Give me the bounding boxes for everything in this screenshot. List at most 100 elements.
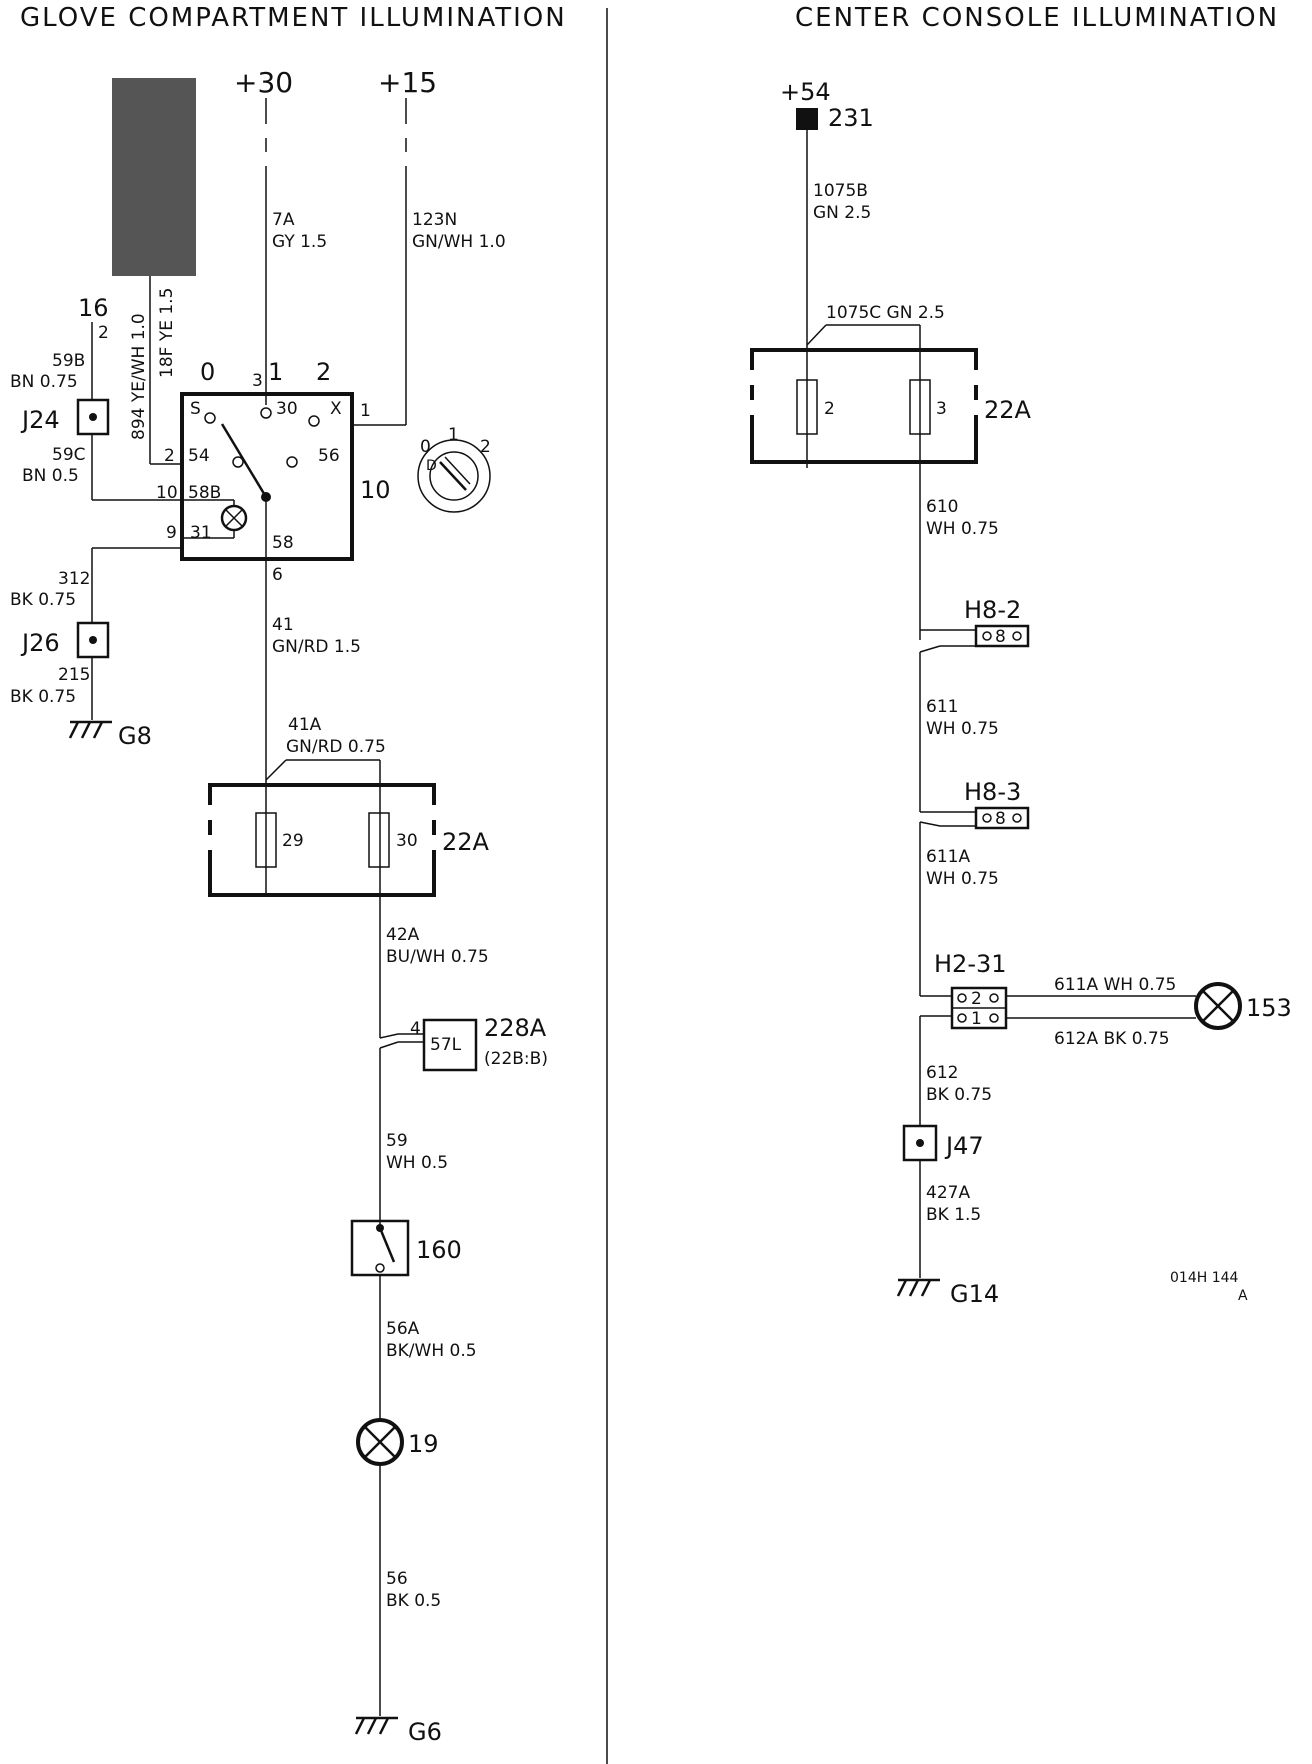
knob-pos-1: 1 xyxy=(448,425,459,445)
component-228a-pin: 4 xyxy=(410,1019,421,1039)
wire-41a-spec: GN/RD 0.75 xyxy=(286,737,386,757)
wire-1075c-label: 1075C GN 2.5 xyxy=(826,303,945,323)
wire-612-id: 612 xyxy=(926,1063,958,1083)
switch-term-31: 31 xyxy=(190,523,212,543)
component-228a-sub: (22B:B) xyxy=(484,1049,548,1069)
switch-pin-1: 1 xyxy=(360,401,371,421)
wire-1075b-spec: GN 2.5 xyxy=(813,203,871,223)
glove-compartment-circuit: +30 +15 7A GY 1.5 123N GN/WH 1.0 894 YE/… xyxy=(10,66,548,1746)
junction-j26-dot xyxy=(89,636,97,644)
wire-42a-spec: BU/WH 0.75 xyxy=(386,947,489,967)
component-228a-label: 228A xyxy=(484,1014,547,1042)
title-center-console: CENTER CONSOLE ILLUMINATION xyxy=(795,3,1279,33)
door-switch-160-label: 160 xyxy=(416,1236,462,1264)
switch-contact-54 xyxy=(232,456,244,468)
fusebox-22a-right-label: 22A xyxy=(984,396,1032,424)
lamp-19-label: 19 xyxy=(408,1430,439,1458)
junction-j26 xyxy=(76,621,110,659)
reference-rev: A xyxy=(1238,1288,1248,1304)
connector-h2-31-label: H2-31 xyxy=(934,950,1007,978)
wire-59c-id: 59C xyxy=(52,445,86,465)
switch-term-54: 54 xyxy=(188,446,210,466)
door-switch-160-blade xyxy=(378,1227,396,1263)
wire-56-spec: BK 0.5 xyxy=(386,1591,441,1611)
wire-215-spec: BK 0.75 xyxy=(10,687,76,707)
wire-59-id: 59 xyxy=(386,1131,408,1151)
supply-plus54: +54 xyxy=(780,78,831,106)
switch-pin-2: 2 xyxy=(164,446,175,466)
wire-610-spec: WH 0.75 xyxy=(926,519,999,539)
fuse-29-label: 29 xyxy=(282,831,304,851)
title-glove-compartment: GLOVE COMPARTMENT ILLUMINATION xyxy=(20,3,567,33)
switch-pos-0: 0 xyxy=(200,358,215,386)
connector-h8-3 xyxy=(974,806,1030,830)
switch-term-x: X xyxy=(330,399,342,419)
fuse-2-label: 2 xyxy=(824,399,835,419)
wire-1075b-id: 1075B xyxy=(813,181,868,201)
switch-term-58b: 58B xyxy=(188,483,221,503)
connector-h8-3-label: H8-3 xyxy=(964,778,1021,806)
wire-612-spec: BK 0.75 xyxy=(926,1085,992,1105)
lamp-153-label: 153 xyxy=(1246,994,1292,1022)
obscured-block xyxy=(112,78,196,276)
wire-611a-id: 611A xyxy=(926,847,970,867)
component-228a xyxy=(422,1018,478,1072)
junction-j24-label: J24 xyxy=(20,406,60,434)
wire-612a-h-label: 612A BK 0.75 xyxy=(1054,1029,1170,1049)
junction-j26-label: J26 xyxy=(20,629,60,657)
wire-611-spec: WH 0.75 xyxy=(926,719,999,739)
connector-h8-2-label: H8-2 xyxy=(964,596,1021,624)
connector-231-label: 231 xyxy=(828,104,874,132)
wire-42a-id: 42A xyxy=(386,925,420,945)
wire-610-id: 610 xyxy=(926,497,958,517)
fusebox-22a-left xyxy=(208,783,436,897)
supply-plus15: +15 xyxy=(378,66,437,99)
connector-16-pin: 2 xyxy=(98,323,109,343)
switch-term-30: 30 xyxy=(276,399,298,419)
fusebox-22a-right xyxy=(750,348,978,464)
center-console-circuit: +54 231 1075B GN 2.5 1075C GN 2.5 2 3 22… xyxy=(750,78,1292,1308)
wire-59b-spec: BN 0.75 xyxy=(10,372,78,392)
switch-contact-s xyxy=(204,412,216,424)
wire-41-id: 41 xyxy=(272,615,294,635)
switch-term-56: 56 xyxy=(318,446,340,466)
wire-18f-label: 18F YE 1.5 xyxy=(157,288,177,378)
switch-pin-6: 6 xyxy=(272,565,283,585)
wire-56a-id: 56A xyxy=(386,1319,420,1339)
connector-16: 16 xyxy=(78,294,109,322)
ground-g14-icon xyxy=(896,1278,940,1297)
ground-g14-label: G14 xyxy=(950,1280,999,1308)
junction-j24-dot xyxy=(89,413,97,421)
connector-h8-2-pin: 8 xyxy=(995,627,1006,647)
wire-123n-id: 123N xyxy=(412,210,457,230)
knob-pos-2: 2 xyxy=(480,437,491,457)
connector-231-icon xyxy=(796,108,818,130)
wire-312-spec: BK 0.75 xyxy=(10,590,76,610)
wire-427a-id: 427A xyxy=(926,1183,970,1203)
wire-123n-spec: GN/WH 1.0 xyxy=(412,232,506,252)
ground-g6-icon xyxy=(354,1716,398,1735)
fusebox-22a-left-label: 22A xyxy=(442,828,490,856)
ground-g6-label: G6 xyxy=(408,1718,442,1746)
switch-contact-30 xyxy=(260,407,272,419)
knob-pos-0: 0 xyxy=(420,437,431,457)
switch-pin-9: 9 xyxy=(166,523,177,543)
switch-contact-56 xyxy=(286,456,298,468)
wire-312-id: 312 xyxy=(58,569,90,589)
connector-h2-31-pin-b: 1 xyxy=(971,1009,982,1029)
connector-h8-2 xyxy=(974,624,1030,648)
wire-41-spec: GN/RD 1.5 xyxy=(272,637,361,657)
switch-blade xyxy=(220,423,268,498)
fuse-3-icon xyxy=(909,379,931,435)
switch-term-58: 58 xyxy=(272,533,294,553)
wire-427a-spec: BK 1.5 xyxy=(926,1205,981,1225)
switch-pin-3: 3 xyxy=(252,371,263,391)
connector-h8-3-pin: 8 xyxy=(995,809,1006,829)
wire-41a-diag xyxy=(265,759,287,781)
fuse-2-icon xyxy=(796,379,818,435)
junction-j47-dot xyxy=(916,1139,924,1147)
connector-h2-31-pin-a: 2 xyxy=(971,989,982,1009)
wire-7a-id: 7A xyxy=(272,210,295,230)
wire-59b-id: 59B xyxy=(52,351,85,371)
